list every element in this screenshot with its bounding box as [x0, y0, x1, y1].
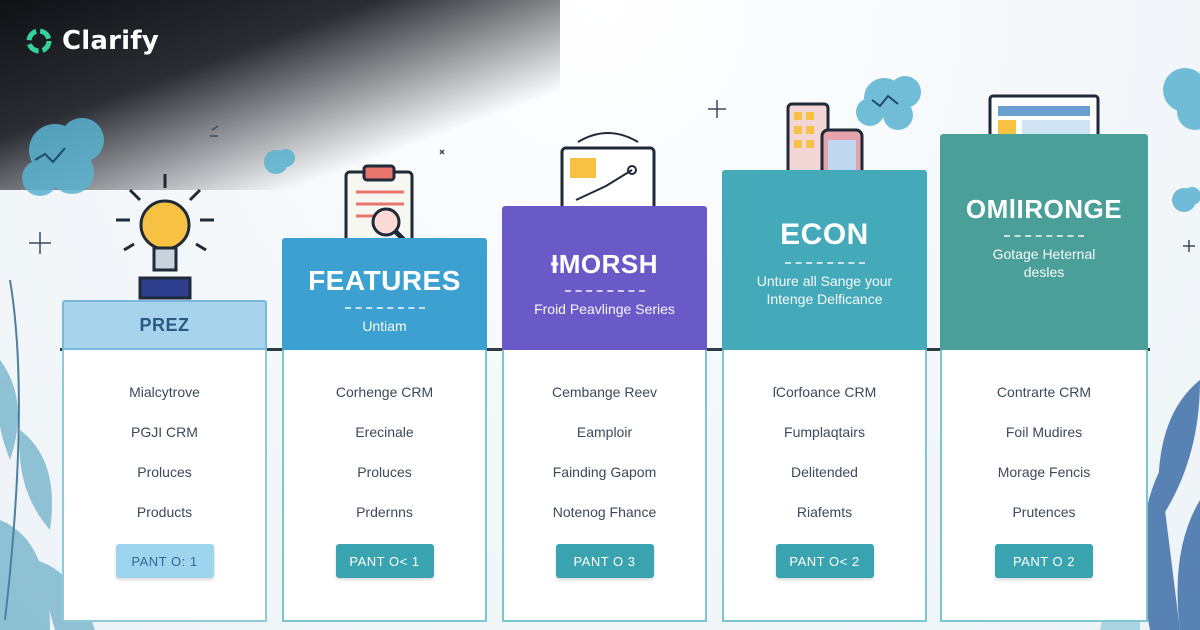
feature-item: Erecinale: [355, 424, 414, 440]
card-title: ECON: [780, 218, 869, 251]
card-body: Corhenge CRM Erecinale Proluces Prdernns…: [282, 350, 487, 622]
pricing-card-omlironge: OMlIRONGE Gotage Heternal desles Contrar…: [940, 134, 1148, 622]
feature-item: Proluces: [357, 464, 412, 480]
pricing-card-morsh: ƗMORSH Froid Peavlinge Series Cembange R…: [502, 206, 707, 622]
feature-item: Contrarte CRM: [996, 384, 1092, 400]
cloud-icon: [264, 149, 295, 174]
plan-button[interactable]: PANT O 3: [555, 544, 654, 578]
feature-item: Foil Mudires: [1005, 424, 1083, 440]
feature-item: PGJI CRM: [131, 424, 198, 440]
plan-button[interactable]: PANT O: 1: [115, 544, 214, 578]
clarify-logo-icon: [26, 28, 52, 54]
card-header: ECON Unture all Sange your Intenge Delfi…: [722, 170, 927, 350]
feature-item: Products: [136, 504, 193, 520]
card-body: ſCorfoance CRM Fumplaqtairs Delitended R…: [722, 350, 927, 622]
feature-item: Riafemts: [796, 504, 853, 520]
feature-item: Delitended: [791, 464, 858, 480]
card-title: ƗMORSH: [551, 248, 658, 279]
card-body: Cembange Reev Eamploir Fainding Gapom No…: [502, 350, 707, 622]
brand-name: Clarify: [62, 26, 159, 56]
card-body: Contrarte CRM Foil Mudires Morage Fencis…: [940, 350, 1148, 622]
card-body: Mialcytrove PGJI CRM Proluces Products P…: [62, 350, 267, 622]
card-subtitle: Gotage Heternal desles: [992, 245, 1096, 280]
brand-logo[interactable]: Clarify: [24, 24, 159, 58]
card-title: OMlIRONGE: [965, 193, 1123, 224]
card-header: OMlIRONGE Gotage Heternal desles: [940, 134, 1148, 350]
card-subtitle: Froid Peavlinge Series: [534, 300, 675, 317]
feature-item: Mialcytrove: [129, 384, 200, 400]
header-divider: [344, 307, 425, 309]
pricing-card-features: FEATURES Untiam Corhenge CRM Erecinale P…: [282, 238, 487, 622]
feature-item: Notenog Fhance: [552, 504, 657, 520]
card-title: PREZ: [139, 314, 190, 335]
pricing-card-prez: PREZ Mialcytrove PGJI CRM Proluces Produ…: [62, 300, 267, 622]
feature-item: Prdernns: [356, 504, 413, 520]
card-title: FEATURES: [308, 265, 461, 296]
cloud-icon: [856, 76, 921, 130]
card-subtitle: Unture all Sange your Intenge Delficance: [756, 273, 893, 307]
card-header: ƗMORSH Froid Peavlinge Series: [502, 206, 707, 350]
cloud-icon: [22, 118, 104, 196]
header-divider: [564, 289, 645, 292]
feature-item: Cembange Reev: [551, 384, 658, 400]
feature-item: ſCorfoance CRM: [772, 384, 877, 400]
feature-item: Morage Fencis: [997, 464, 1091, 480]
card-header: PREZ: [62, 300, 267, 350]
feature-item: Proluces: [137, 464, 192, 480]
feature-item: Prutences: [1012, 504, 1076, 520]
plan-button[interactable]: PANT O< 2: [775, 544, 874, 578]
pricing-card-econ: ECON Unture all Sange your Intenge Delfi…: [722, 170, 927, 622]
card-header: FEATURES Untiam: [282, 238, 487, 350]
cloud-icon: [1163, 68, 1200, 130]
header-divider: [1004, 234, 1084, 237]
feature-item: Fumplaqtairs: [784, 424, 865, 440]
plan-button[interactable]: PANT O 2: [995, 544, 1093, 578]
feature-item: Corhenge CRM: [335, 384, 434, 400]
cloud-icon: [1172, 187, 1200, 212]
plan-button[interactable]: PANT O< 1: [335, 544, 434, 578]
header-divider: [784, 262, 865, 264]
feature-item: Eamploir: [576, 424, 633, 440]
feature-item: Fainding Gapom: [552, 464, 657, 480]
lightbulb-icon: [116, 174, 214, 300]
card-subtitle: Untiam: [362, 318, 407, 334]
